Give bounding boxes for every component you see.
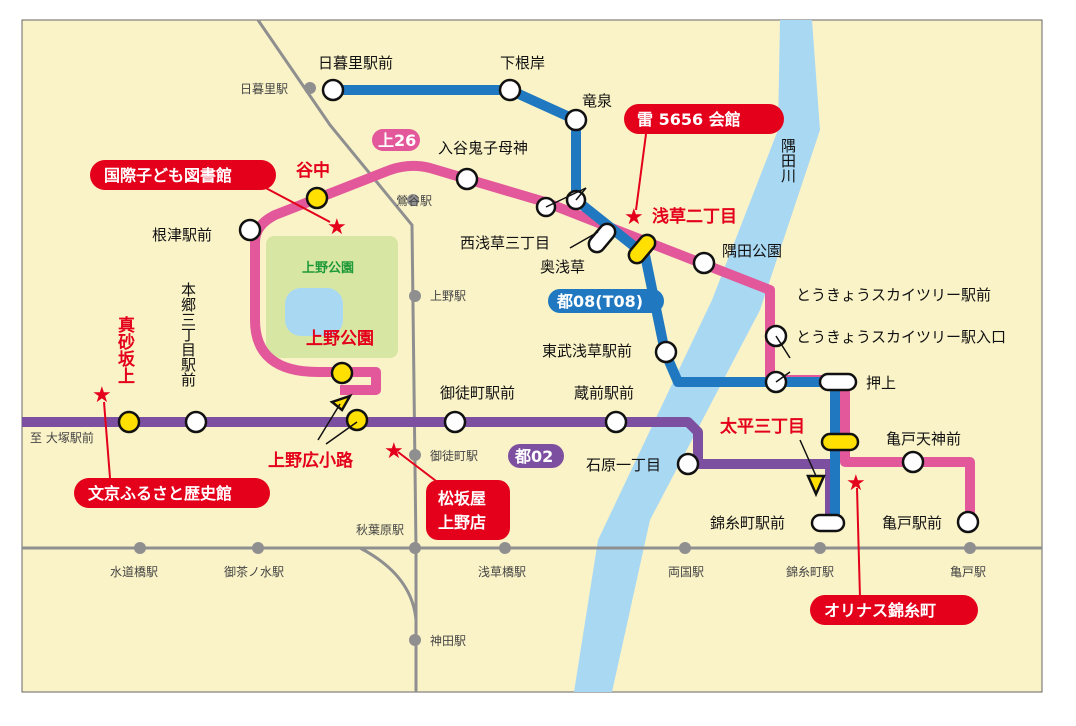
landmark-star-icons: ★ ★ ★ ★ ★ <box>92 205 866 496</box>
route-label-to08: 都08(T08) <box>556 292 643 311</box>
highlight-label-yanaka: 谷中 <box>296 160 330 181</box>
landmark-callout-matsuzakaya: 松坂屋 上野店 <box>397 451 510 540</box>
svg-text:★: ★ <box>327 215 347 240</box>
stop-label-to-otsuka: 至 大塚駅前 <box>30 430 94 445</box>
bus-stop-dots <box>184 78 980 534</box>
stop-label-skytree-iri: とうきょうスカイツリー駅入口 <box>796 328 1006 346</box>
stop-label-ishiwara: 石原一丁目 <box>586 456 661 474</box>
stop-label-skytree-mae: とうきょうスカイツリー駅前 <box>796 286 991 304</box>
pointer-lines <box>317 187 817 477</box>
park-name: 上野公園 <box>302 260 354 276</box>
svg-text:★: ★ <box>624 205 644 230</box>
rail-label-okachimachi: 御徒町駅 <box>430 448 478 463</box>
landmark-label-olinas: オリナス錦糸町 <box>824 601 936 620</box>
landmark-label-kodomo: 国際子ども図書館 <box>104 166 232 185</box>
river-name: 隅田川 <box>779 138 797 183</box>
highlight-label-uenokoen: 上野公園 <box>306 329 374 349</box>
oshiage-stop <box>818 372 858 392</box>
stop-label-hongo: 本郷三丁目駅前 <box>179 282 197 388</box>
highlight-stop-dots <box>117 186 860 498</box>
rail-label-kameido: 亀戸駅 <box>950 565 986 579</box>
stop-label-shimone: 下根岸 <box>500 54 545 72</box>
stop-label-okuasakusa: 奥浅草 <box>540 258 585 276</box>
landmark-callout-kaminari: 雷 5656 会館 <box>624 104 784 211</box>
river-label: 隅田川 <box>779 138 797 183</box>
svg-text:★: ★ <box>846 471 866 496</box>
highlight-label-masagozaka: 真砂坂上 <box>114 315 135 384</box>
stop-label-sumidakoen: 隅田公園 <box>722 242 782 260</box>
route-badge-kami26 <box>372 129 420 151</box>
map-area <box>21 19 1043 693</box>
route-label-kami26: 上26 <box>378 131 416 150</box>
svg-text:★: ★ <box>384 439 404 464</box>
route-kami26-line <box>250 160 975 522</box>
stop-label-nishiasakusa: 西浅草三丁目 <box>460 234 550 252</box>
stop-label-iriya: 入谷鬼子母神 <box>438 139 528 157</box>
stop-label-tobuasakusa: 東武浅草駅前 <box>542 342 632 360</box>
stop-label-kinshicho: 錦糸町駅前 <box>710 514 785 532</box>
stop-label-nippori: 日暮里駅前 <box>318 54 393 72</box>
kinshicho-stop <box>810 513 846 533</box>
rail-label-ryogoku: 両国駅 <box>668 565 704 579</box>
shinobazu-pond <box>285 288 343 336</box>
rail-label-akihabara: 秋葉原駅 <box>356 523 404 537</box>
rail-label-ochanomizu: 御茶ノ水駅 <box>224 564 284 579</box>
stop-label-ryusen: 竜泉 <box>582 92 612 110</box>
route-badge-to02 <box>508 444 564 468</box>
highlight-label-asakusa2: 浅草二丁目 <box>652 206 737 227</box>
highlight-label-taihei3: 太平三丁目 <box>720 416 805 437</box>
route-badge-to08 <box>548 289 664 313</box>
rail-label-ueno: 上野駅 <box>430 289 466 303</box>
stop-label-kameido: 亀戸駅前 <box>882 514 942 532</box>
route-label-to02: 都02 <box>514 447 553 466</box>
rail-station-dots <box>134 82 976 646</box>
landmark-label-bunkyo: 文京ふるさと歴史館 <box>88 484 232 503</box>
stop-label-kameidotenjin: 亀戸天神前 <box>886 430 961 448</box>
landmark-label-matsuzakaya-2: 上野店 <box>438 513 486 532</box>
landmark-label-matsuzakaya-1: 松坂屋 <box>438 489 486 508</box>
rail-label-asakusabashi: 浅草橋駅 <box>478 565 526 579</box>
svg-text:★: ★ <box>92 383 112 408</box>
stop-label-kuramae: 蔵前駅前 <box>574 384 634 402</box>
stop-label-okachimachi: 御徒町駅前 <box>440 384 515 402</box>
stop-label-oshiage: 押上 <box>866 374 896 392</box>
landmark-callout-olinas: オリナス錦糸町 <box>810 487 978 625</box>
highlight-label-uenohirokoji: 上野広小路 <box>268 450 354 471</box>
stop-label-nezu: 根津駅前 <box>152 226 212 244</box>
rail-label-suidobashi: 水道橋駅 <box>110 565 158 579</box>
rail-label-kinshicho: 錦糸町駅 <box>786 564 834 579</box>
landmark-label-kaminari: 雷 5656 会館 <box>637 110 741 129</box>
landmark-callout-kodomo: 国際子ども図書館 <box>90 160 331 223</box>
rail-label-uguisudani: 鶯谷駅 <box>396 193 432 208</box>
landmark-callout-bunkyo: 文京ふるさと歴史館 <box>74 401 270 508</box>
sumida-river <box>574 20 820 692</box>
rail-label-kanda: 神田駅 <box>430 634 466 648</box>
rail-label-nippori: 日暮里駅 <box>240 82 288 96</box>
